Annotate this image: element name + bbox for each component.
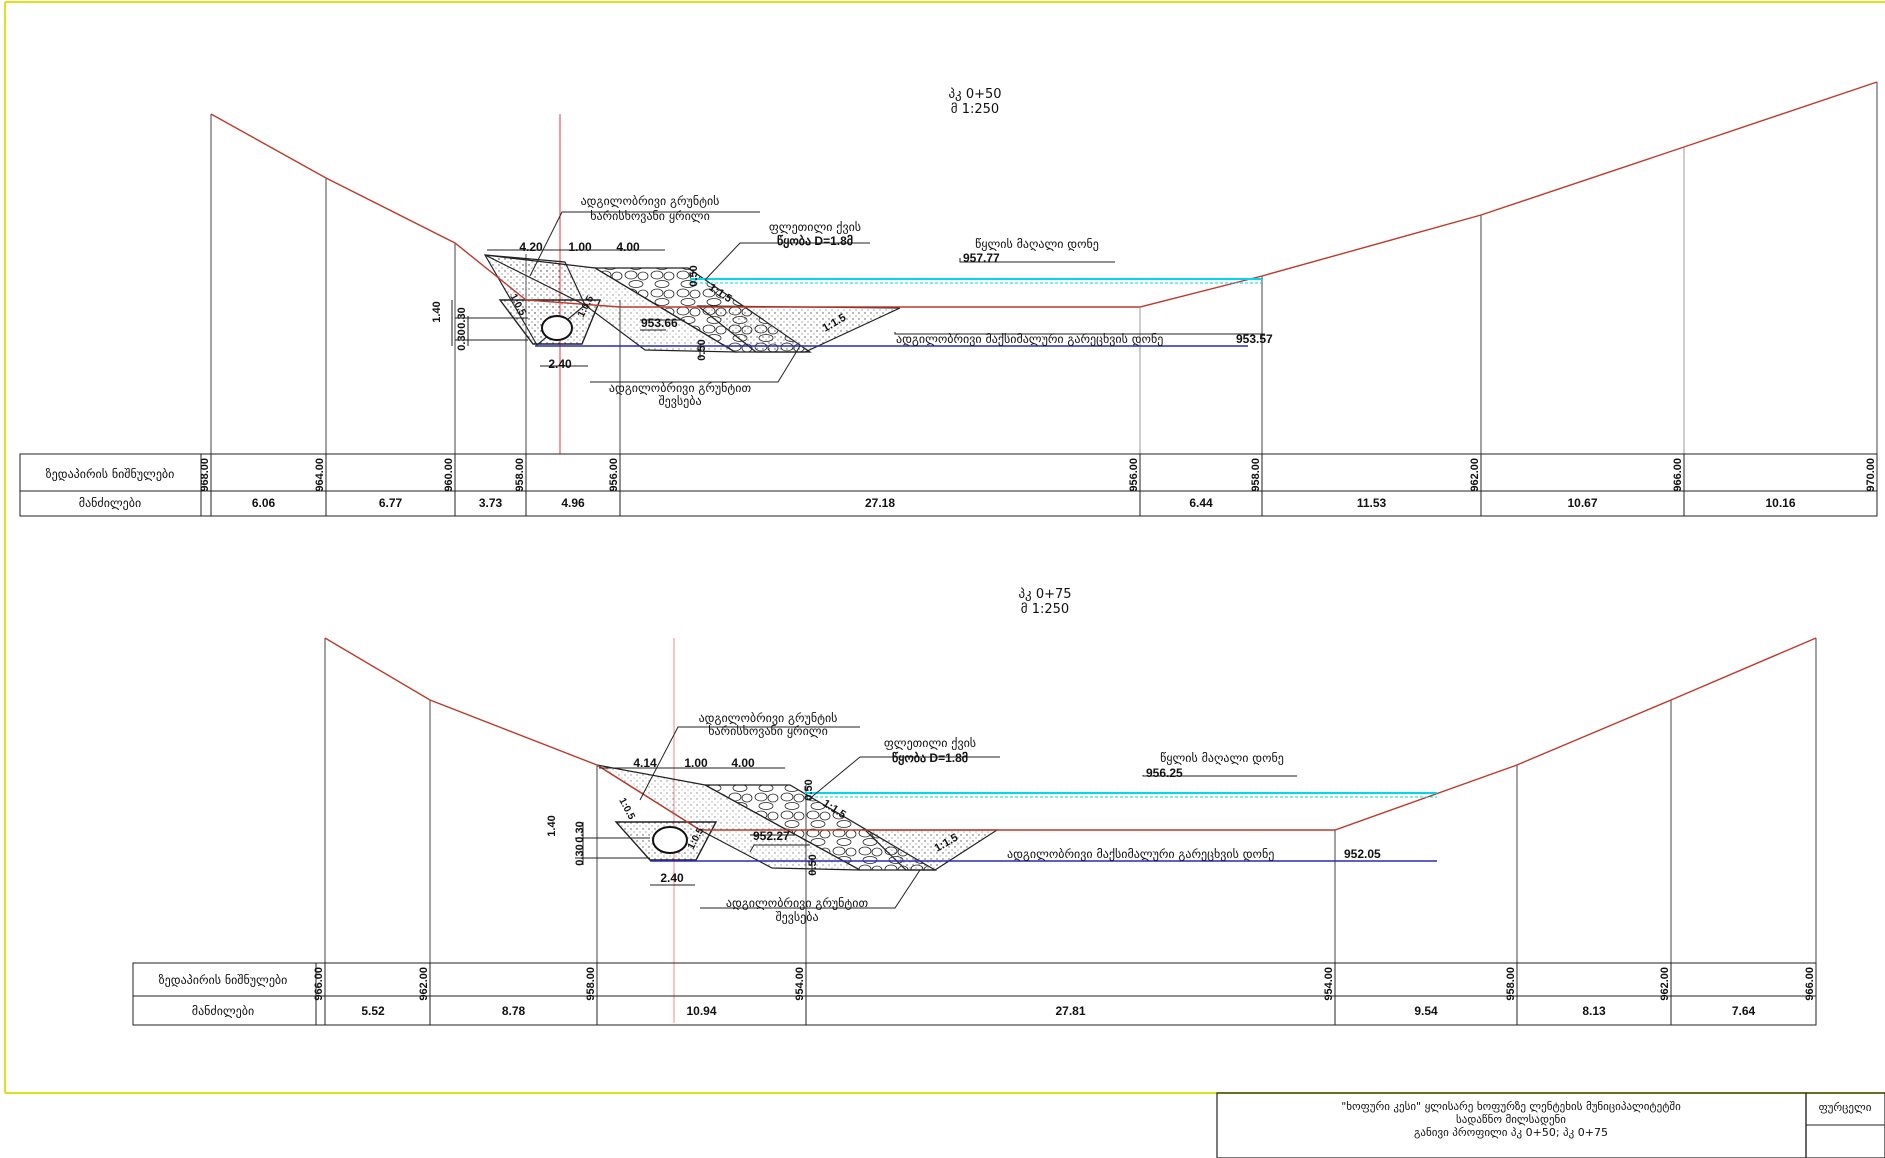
section-1-dim-3: 4.00	[616, 240, 640, 254]
section-2-dim-4: 2.40	[660, 871, 684, 885]
section-2-row-1-label: ზედაპირის ნიშნულები	[159, 973, 288, 987]
section-1-distance-8: 10.67	[1567, 496, 1597, 510]
section-2-bottom-label: ადგილობრივი მაქსიმალური გარეცხვის დონე	[1007, 847, 1274, 861]
title-line-2: სადაწნო მილსადენი	[1456, 1113, 1566, 1126]
section-2-bottom-level: 952.05	[1344, 847, 1381, 861]
section-1-local-level: 953.66	[641, 316, 678, 330]
section-2-ground-label-2: ხარისხოვანი ყრილი	[708, 724, 828, 738]
section-2-ground-label: ადგილობრივი გრუნტის	[699, 711, 838, 725]
section-2-stone-label-2: წყობა D=1.8მ	[892, 751, 968, 766]
section-1-ground-label: ადგილობრივი გრუნტის	[581, 194, 720, 208]
section-1-dim-h4: 0.50	[688, 265, 700, 286]
section-1-elevation-5: 956.00	[608, 458, 620, 492]
sheet-label: ფურცელი	[1819, 1101, 1872, 1114]
section-1-elevation-8: 962.00	[1469, 458, 1481, 492]
section-1-water-level: 957.77	[963, 251, 1000, 265]
section-1-row-1-label: ზედაპირის ნიშნულები	[46, 467, 175, 481]
section-2-dim-h5: 0.50	[807, 854, 819, 875]
section-2-distance-2: 8.78	[502, 1004, 526, 1018]
section-2-distance-5: 9.54	[1414, 1004, 1438, 1018]
section-2-fill-label-2: შევსება	[775, 910, 818, 924]
section-1-elevation-9: 966.00	[1672, 458, 1684, 492]
section-1-bottom-level: 953.57	[1236, 332, 1273, 346]
section-1-distance-4: 4.96	[561, 496, 585, 510]
section-1-dim-1: 4.20	[519, 240, 543, 254]
section-2-elevation-4: 954.00	[794, 967, 806, 1001]
section-2-dim-2: 1.00	[684, 756, 708, 770]
section-1-bottom-label: ადგილობრივი მაქსიმალური გარეცხვის დონე	[896, 332, 1163, 346]
section-2-dim-1: 4.14	[633, 756, 657, 770]
section-2-dim-h1: 1.40	[546, 815, 558, 836]
section-2-elevation-7: 962.00	[1659, 967, 1671, 1001]
section-1-distance-3: 3.73	[479, 496, 503, 510]
section-2-elevation-6: 958.00	[1505, 967, 1517, 1001]
section-2-distance-6: 8.13	[1582, 1004, 1606, 1018]
section-1-elevation-3: 960.00	[443, 458, 455, 492]
section-2-elevation-3: 958.00	[585, 967, 597, 1001]
section-1-dim-2: 1.00	[568, 240, 592, 254]
title-line-1: "ხოფური კესი" ყლისარე ხოფურზე ლენტეხის მ…	[1341, 1100, 1681, 1113]
section-2-table	[132, 962, 1817, 1026]
section-1-stone-label: ფლეთილი ქვის	[769, 220, 861, 234]
section-2-slope-1: 1:0.5	[616, 796, 637, 822]
section-2-row-2-label: მანძილები	[192, 1004, 254, 1018]
section-1-stone-label-2: წყობა D=1.8მ	[777, 234, 853, 249]
section-1-distance-9: 10.16	[1765, 496, 1795, 510]
section-2: პკ 0+75 მ 1:250 4.14	[132, 587, 1817, 1026]
section-2-distance-4: 27.81	[1055, 1004, 1085, 1018]
title-block: "ხოფური კესი" ყლისარე ხოფურზე ლენტეხის მ…	[1216, 1092, 1885, 1158]
section-2-distance-7: 7.64	[1732, 1004, 1756, 1018]
section-2-elevation-8: 966.00	[1804, 967, 1816, 1001]
section-2-dim-h2: 0.30	[574, 821, 586, 842]
section-2-distance-3: 10.94	[686, 1004, 716, 1018]
section-1-elevation-6: 956.00	[1128, 458, 1140, 492]
section-1-distance-1: 6.06	[252, 496, 276, 510]
section-2-water-label: წყლის მაღალი დონე	[1160, 751, 1284, 765]
section-1-distance-6: 6.44	[1189, 496, 1213, 510]
section-2-fill-label: ადგილობრივი გრუნტით	[726, 896, 869, 910]
section-1-ground-line	[210, 81, 1878, 308]
section-1-scale: მ 1:250	[951, 102, 999, 117]
section-2-elevation-2: 962.00	[418, 967, 430, 1001]
section-1-table	[19, 453, 1878, 517]
section-1-elevation-1: 968.00	[199, 458, 211, 492]
section-2-stone-label: ფლეთილი ქვის	[884, 736, 976, 750]
section-2-local-level: 952.27	[753, 829, 790, 843]
section-1-dim-h3: 0.30	[456, 329, 468, 350]
section-2-dim-3: 4.00	[731, 756, 755, 770]
section-1-trench	[484, 254, 738, 353]
section-1-fill-label: ადგილობრივი გრუნტით	[609, 381, 752, 395]
section-1-pipe	[541, 315, 573, 341]
section-1-dim-h1: 1.40	[431, 301, 443, 322]
section-1: პკ 0+50 მ 1:250	[19, 81, 1878, 517]
section-1-row-2-label: მანძილები	[79, 496, 141, 510]
section-2-dim-h4: 0.50	[803, 779, 815, 800]
section-2-water-level: 956.25	[1146, 766, 1183, 780]
section-1-elevation-2: 964.00	[314, 458, 326, 492]
section-2-distance-1: 5.52	[361, 1004, 385, 1018]
section-2-elevation-5: 954.00	[1323, 967, 1335, 1001]
section-2-elevation-1: 966.00	[313, 967, 325, 1001]
section-1-dim-4: 2.40	[548, 357, 572, 371]
section-2-scale: მ 1:250	[1021, 602, 1069, 617]
section-1-ground-label-2: ხარისხოვანი ყრილი	[590, 209, 710, 223]
section-1-fill-label-2: შევსება	[658, 394, 701, 408]
section-2-ground-line	[324, 637, 1817, 831]
section-1-elevation-7: 958.00	[1250, 458, 1262, 492]
section-1-elevation-10: 970.00	[1865, 458, 1877, 492]
section-1-distance-5: 27.18	[865, 496, 895, 510]
title-line-3: განივი პროფილი პკ 0+50; პკ 0+75	[1414, 1126, 1608, 1139]
section-2-pipe	[652, 826, 688, 854]
section-2-station: პკ 0+75	[1018, 587, 1071, 602]
section-2-dim-h3: 0.30	[574, 844, 586, 865]
section-1-dim-h5: 0.50	[696, 339, 708, 360]
section-1-dim-h2: 0.30	[456, 307, 468, 328]
section-1-distance-7: 11.53	[1357, 496, 1387, 510]
section-1-station: პკ 0+50	[948, 87, 1001, 102]
section-1-distance-2: 6.77	[379, 496, 403, 510]
section-1-elevation-4: 958.00	[514, 458, 526, 492]
section-1-water-label: წყლის მაღალი დონე	[975, 237, 1099, 251]
